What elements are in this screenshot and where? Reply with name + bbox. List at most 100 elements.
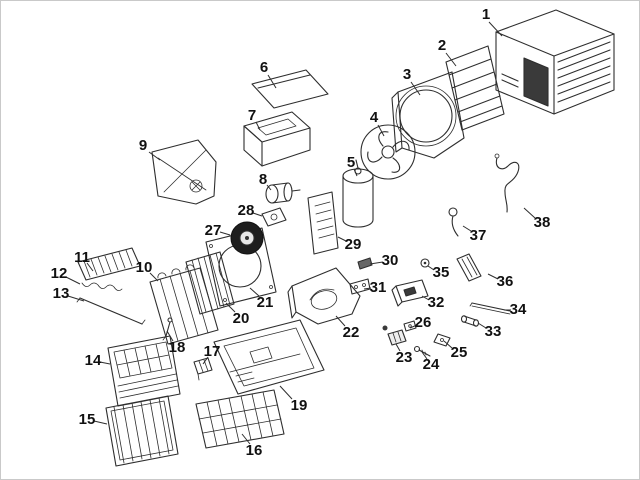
callout-20: 20 [233,310,250,327]
callout-leader-33 [477,322,487,329]
callout-leader-35 [427,265,435,271]
callout-leader-6 [267,74,277,89]
callout-6: 6 [260,59,268,76]
part-corner-bracket [151,139,217,205]
callout-leader-22 [335,315,346,327]
callout-33: 33 [485,323,502,340]
part-blower-housing [287,267,361,325]
callout-4: 4 [370,109,379,126]
callout-7: 7 [248,107,256,124]
callout-leader-25 [443,340,453,349]
callout-22: 22 [343,324,360,341]
callout-leader-7 [255,121,261,131]
part-hook-bolt [162,317,173,341]
callout-leader-19 [279,385,293,400]
callout-37: 37 [470,227,487,244]
callout-32: 32 [428,294,445,311]
part-evaporator-coil [149,264,219,345]
diagram-linework [76,9,615,467]
callout-14: 14 [85,352,102,369]
callout-12: 12 [51,265,68,282]
callout-leader-13 [67,295,85,302]
callout-35: 35 [433,264,450,281]
part-angle-bracket [357,257,373,270]
part-air-duct [243,111,311,167]
callout-36: 36 [497,273,514,290]
callout-18: 18 [169,339,186,356]
part-top-insulation [251,69,329,109]
callout-leader-9 [148,151,161,161]
part-capacitor [456,253,482,282]
callout-16: 16 [246,442,263,459]
callout-leader-8 [266,184,272,191]
callout-25: 25 [451,344,468,361]
callout-8: 8 [259,171,267,188]
part-sensor-wire [448,207,459,237]
callout-13: 13 [53,285,70,302]
part-small-clip-b [403,320,417,332]
part-mounting-bracket [349,278,371,295]
callout-leader-36 [487,273,499,280]
part-condenser-fan [360,124,416,180]
part-fan-motor [265,182,301,204]
callout-15: 15 [79,411,96,428]
part-grommet [420,258,430,268]
part-front-frame [107,335,181,407]
callout-10: 10 [136,259,153,276]
callout-5: 5 [347,154,355,171]
callout-leader-5 [353,168,358,177]
callout-31: 31 [370,279,387,296]
callout-2: 2 [438,37,446,54]
callout-38: 38 [534,214,551,231]
part-small-bracket-a [382,325,407,346]
callout-leader-2 [445,52,457,67]
callout-1: 1 [482,6,490,23]
callout-29: 29 [345,236,362,253]
callout-leader-21 [249,287,260,297]
callout-3: 3 [403,66,411,83]
callout-leader-28 [252,212,263,217]
part-fan-shroud [391,71,465,159]
callout-leader-29 [337,236,347,242]
callout-leader-14 [99,361,111,365]
callout-leader-20 [225,302,236,313]
part-compressor [342,159,374,228]
callout-leader-23 [395,343,401,352]
callout-leader-4 [377,124,385,137]
callout-26: 26 [415,314,432,331]
callout-24: 24 [423,356,440,373]
callout-leader-31 [363,287,372,290]
part-electrical-cover [307,191,339,255]
part-base-pan [213,319,325,395]
callout-leader-3 [410,81,421,96]
callout-leader-17 [202,356,209,365]
callout-28: 28 [238,202,255,219]
callout-34: 34 [510,301,527,318]
part-air-filter [195,389,285,449]
part-heater-strip [77,247,141,281]
callout-leader-15 [93,420,108,425]
callout-leader-16 [241,433,251,445]
part-control-box [391,279,429,307]
part-coil-spring [81,282,123,291]
part-support-rod [76,297,146,325]
part-front-panel [105,395,179,467]
part-small-bracket-b [433,333,451,347]
callout-leader-26 [409,324,418,329]
callout-9: 9 [139,137,147,154]
callout-21: 21 [257,294,274,311]
callout-11: 11 [74,249,90,266]
callout-leader-11 [86,262,94,272]
callout-leader-18 [166,330,174,342]
callout-leader-38 [523,207,536,219]
callout-leader-37 [462,225,472,232]
part-thin-rod [469,302,511,315]
part-rear-grille [445,45,505,131]
callout-27: 27 [205,222,222,239]
part-tubing [494,153,520,213]
callout-leader-27 [219,231,231,236]
part-motor-mount [261,207,287,227]
callout-23: 23 [396,349,413,366]
